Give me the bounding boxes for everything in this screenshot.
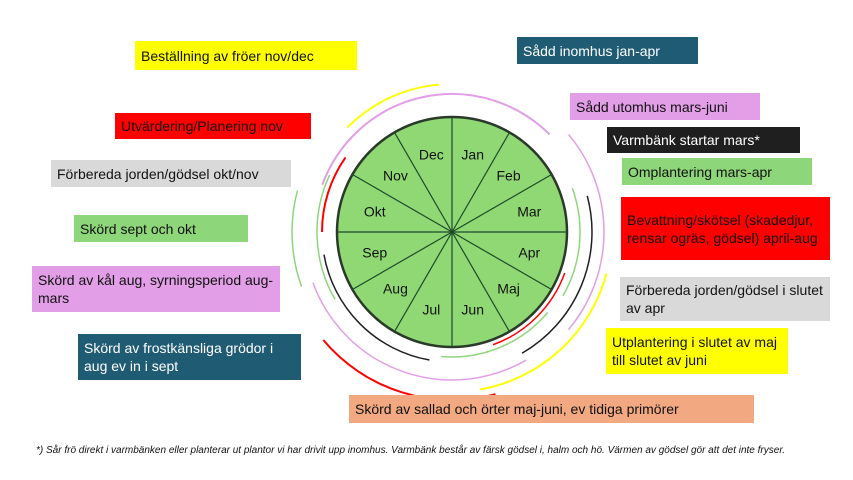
month-label-jul: Jul [422,301,440,317]
forbereda-okt-label: Förbereda jorden/gödsel okt/nov [57,165,259,182]
month-spoke [451,173,552,233]
month-label-aug: Aug [383,281,408,297]
month-label-nov: Nov [383,167,408,183]
skord-kal-label: Skörd av kål aug, syrningsperiod aug-mar… [38,272,274,306]
box-forbereda-apr: Förbereda jorden/gödsel i slutet av apr [620,277,830,321]
season-arc [492,272,566,346]
season-arcs [291,83,608,401]
box-sadd-utomhus: Sådd utomhus mars-juni [570,93,760,120]
season-arc [479,273,608,391]
month-label-dec: Dec [419,147,444,163]
box-forbereda-okt: Förbereda jorden/gödsel okt/nov [51,160,291,187]
forbereda-apr-label: Förbereda jorden/gödsel i slutet av apr [626,282,823,316]
season-arc [441,311,549,358]
sadd-inomhus-label: Sådd inomhus jan-apr [523,42,660,59]
season-arc [323,254,430,361]
season-arc [321,93,551,186]
month-label-apr: Apr [518,245,540,261]
box-utvardering: Utvärdering/Planering nov [115,113,311,139]
box-utplantering: Utplantering i slutet av maj till slutet… [606,328,788,374]
box-bestallning: Beställning av fröer nov/dec [135,41,357,70]
month-label-maj: Maj [497,281,520,297]
box-skord-frost: Skörd av frostkänsliga grödor i aug ev i… [78,334,301,380]
box-omplantering: Omplantering mars-apr [622,158,812,185]
month-spokes [337,117,567,347]
month-label-sep: Sep [362,245,387,261]
varmbank-label: Varmbänk startar mars* [613,132,760,148]
month-label-okt: Okt [364,203,386,219]
box-skord-kal: Skörd av kål aug, syrningsperiod aug-mar… [32,266,280,312]
footnote: *) Sår frö direkt i varmbänken eller pla… [36,445,786,456]
bevattning-label: Bevattning/skötsel (skadedjur, rensar og… [627,211,818,246]
box-skord-sallad: Skörd av sallad och örter maj-juni, ev t… [349,395,754,423]
box-skord-sept: Skörd sept och okt [74,215,248,242]
month-spoke [393,231,453,332]
month-spoke [352,173,453,233]
omplantering-label: Omplantering mars-apr [628,163,772,180]
season-arc [316,174,336,300]
season-arc [321,156,347,233]
season-arc [322,339,496,401]
season-arc [562,187,581,297]
month-spoke [352,231,453,291]
utvardering-label: Utvärdering/Planering nov [121,118,283,134]
month-label-mar: Mar [517,203,541,219]
box-varmbank: Varmbänk startar mars* [607,127,800,153]
month-spoke [451,132,511,233]
sadd-utomhus-label: Sådd utomhus mars-juni [576,98,728,115]
season-arc [291,190,303,287]
skord-sept-label: Skörd sept och okt [80,220,196,237]
season-arc [312,282,527,381]
season-arc [521,195,593,354]
box-sadd-inomhus: Sådd inomhus jan-apr [517,37,698,64]
month-spoke [393,132,453,233]
month-spoke [451,231,552,291]
month-spoke [451,231,511,332]
skord-sallad-label: Skörd av sallad och örter maj-juni, ev t… [355,401,679,417]
bestallning-label: Beställning av fröer nov/dec [141,47,314,64]
skord-frost-label: Skörd av frostkänsliga grödor i aug ev i… [84,340,274,374]
month-label-feb: Feb [497,167,521,183]
box-bevattning: Bevattning/skötsel (skadedjur, rensar og… [621,197,830,260]
season-arc [567,133,605,331]
month-label-jun: Jun [461,301,484,317]
month-label-jan: Jan [461,147,484,163]
utplantering-label: Utplantering i slutet av maj till slutet… [612,334,777,368]
season-arc [346,83,440,129]
